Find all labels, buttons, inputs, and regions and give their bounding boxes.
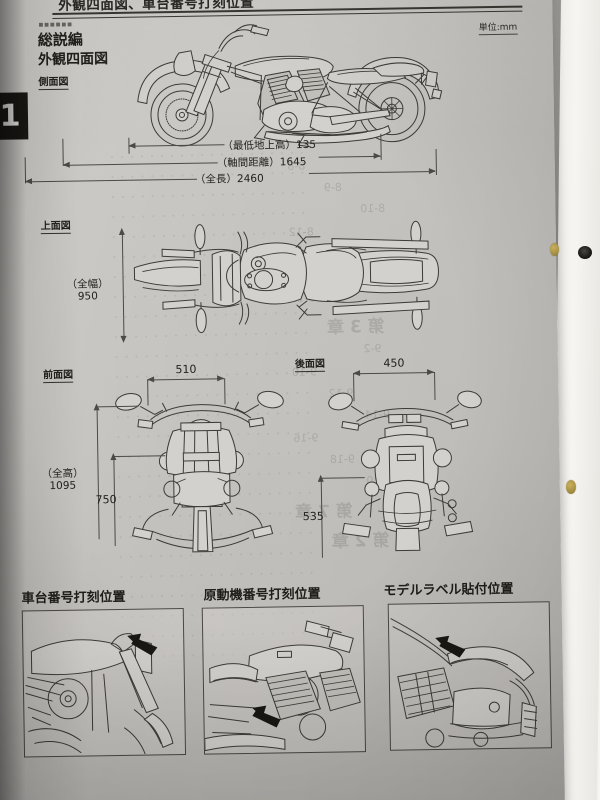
view-label-front: 前面図: [42, 365, 74, 384]
chapter-tab-number: 1: [0, 98, 21, 134]
unit-note: 単位:mm: [478, 19, 518, 36]
view-label-rear: 後面図: [294, 354, 326, 373]
rear-dim-handlebar-width: 450: [383, 356, 405, 370]
side-dim-ground-clearance: （最低地上高）135: [222, 138, 317, 153]
photo-box-model-label: [387, 601, 552, 751]
chapter-tab: 1: [0, 92, 29, 140]
photo-box-frame-number: [21, 607, 187, 758]
section-subtitle: 外観四面図: [37, 51, 109, 69]
top-view-drawing: [133, 220, 439, 334]
side-dim-length-line: [25, 178, 198, 183]
side-dim-wheelbase-arrow-l: [62, 161, 70, 168]
top-dim-width-arrow-top: [118, 227, 125, 235]
photo-caption-model-label: モデルラベル貼付位置: [383, 581, 514, 599]
side-dim-wheelbase: （軸間距離）1645: [216, 155, 307, 170]
side-dim-wheelbase-line: [62, 162, 218, 166]
top-dim-overall-width-value: 950: [77, 290, 98, 303]
front-dim-handlebar-width: 510: [175, 362, 197, 377]
front-dim-height-line: [96, 406, 100, 540]
side-dim-groundclear-arrow: [128, 142, 136, 149]
rear-dim-bar-arrow-r: [427, 369, 435, 376]
top-dim-width-arrow-bottom: [120, 335, 127, 343]
front-dim-750-arrow-top: [110, 453, 117, 461]
side-dim-length-line-r: [308, 170, 435, 174]
view-label-top: 上面図: [40, 216, 71, 235]
side-dim-wheelbase-line-r: [318, 155, 381, 158]
page-content: 外観四面図、車台番号打刻位置 1 ■■■■■■ 総説編 外観四面図 単位:mm …: [0, 0, 552, 758]
front-dim-height-arrow-top: [93, 403, 100, 411]
photo-caption-frame-number: 車台番号打刻位置: [21, 589, 126, 607]
binding-hole-bottom-tan: [566, 480, 576, 494]
view-label-side: 側面図: [38, 72, 69, 91]
front-view-drawing: [115, 390, 284, 553]
manual-page: 8-88-98-108-128-148-168-19第 3 章9-29-109-…: [0, 0, 565, 800]
rear-dim-height-value: 535: [302, 509, 324, 524]
front-dim-bar-arrow-r: [217, 375, 225, 382]
rear-dim-height-arrow-top: [317, 474, 324, 482]
side-view-drawing: [137, 24, 443, 148]
side-dim-length-tick-r: [435, 148, 437, 175]
section-title: 総説編: [37, 30, 83, 50]
front-dim-overall-height-value: 1095: [49, 479, 77, 493]
section-kicker: ■■■■■■: [38, 21, 73, 29]
side-dim-overall-length: （全長）2460: [194, 172, 264, 186]
rear-view-drawing: [328, 390, 482, 552]
photo-caption-engine-number: 原動機番号打刻位置: [203, 586, 321, 604]
binding-hole-top-tan: [550, 243, 559, 256]
front-dim-750-value: 750: [95, 493, 117, 507]
photo-box-engine-number: [201, 605, 367, 755]
binding-hole-top-dark: [578, 246, 592, 259]
rear-dim-bar-line: [353, 372, 435, 375]
side-dim-length-arrow-l: [24, 178, 33, 185]
